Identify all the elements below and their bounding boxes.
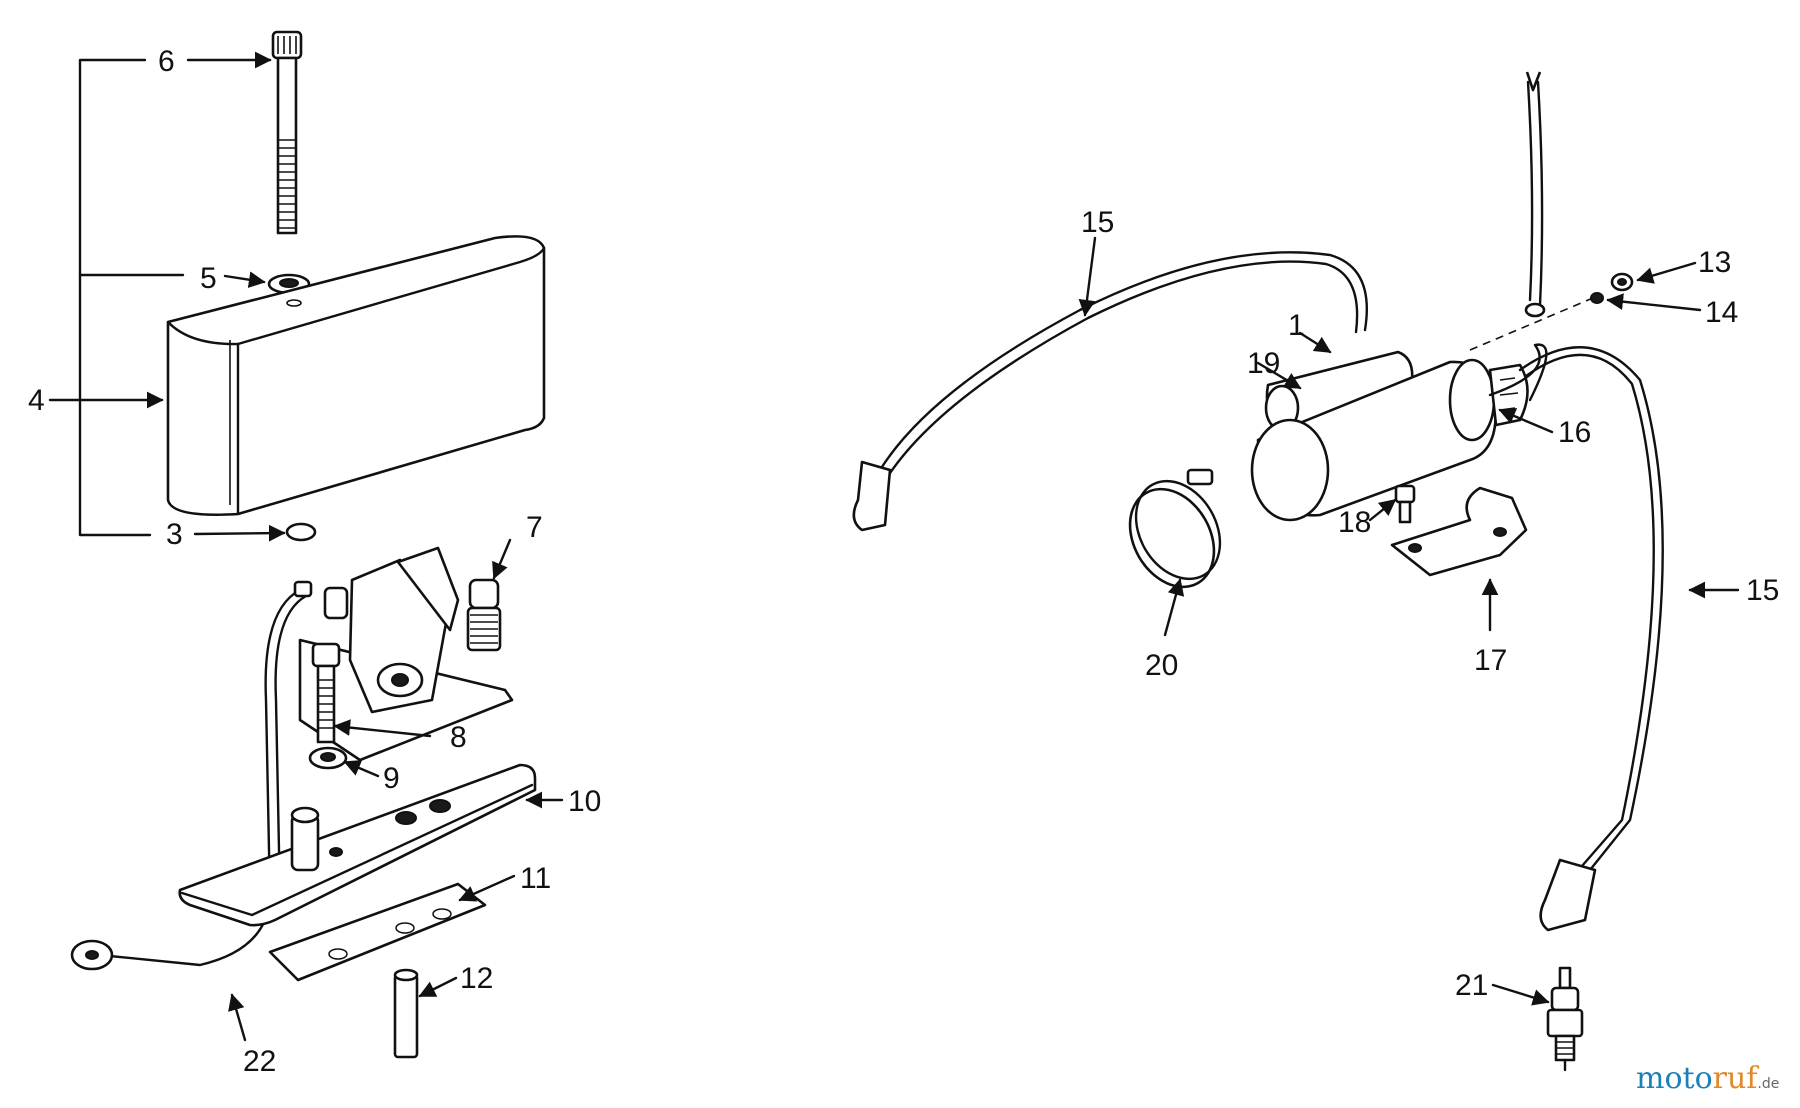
callout-8: 8 [450,721,467,754]
callout-15-upper: 15 [1081,206,1114,239]
part-3-washer [285,522,317,542]
svg-text:motoruf.de: motoruf.de [1636,1061,1779,1096]
ground-lead [1524,71,1546,318]
callout-14: 14 [1705,296,1738,329]
callout-22: 22 [243,1045,276,1078]
callout-10: 10 [568,785,601,818]
part-21-spark-plug [1546,966,1584,1072]
group-bracket [78,58,185,537]
callout-leaders [48,51,1740,1042]
part-6-long-bolt [271,30,303,235]
part-15-lower-lead [1518,346,1664,932]
part-11-gasket [268,882,487,982]
callout-11: 11 [520,862,551,895]
callout-4: 4 [28,384,45,417]
part-16-lead [1488,343,1548,402]
callout-17: 17 [1474,644,1507,677]
callout-6: 6 [158,45,175,78]
breaker-points-assembly [298,546,514,762]
part-10-base-plate [178,763,537,927]
part-18-screw [1394,484,1416,524]
callout-labels: 6 5 4 3 7 8 9 10 11 12 22 15 1 19 13 14 … [28,45,1779,1078]
callout-20: 20 [1145,649,1178,682]
part-14-lockwasher [1590,292,1604,304]
callout-19: 19 [1247,347,1280,380]
part-4-tank [166,235,546,516]
callout-12: 12 [460,962,493,995]
callout-7: 7 [526,511,543,544]
callout-1: 1 [1288,309,1305,342]
callout-13: 13 [1698,246,1731,279]
callout-3: 3 [166,518,183,551]
callout-9: 9 [383,762,400,795]
part-20-clamp [1128,468,1222,589]
part-13-nut [1610,272,1634,292]
callout-5: 5 [200,262,217,295]
part-15-upper-lead [852,251,1369,532]
watermark-logo: motoruf.de [1636,1061,1779,1096]
part-8-screw [311,642,341,744]
part-22-ground-wire [70,580,313,971]
callout-21: 21 [1455,969,1488,1002]
part-9-washer [308,746,348,770]
callout-18: 18 [1338,506,1371,539]
alignment-line [1469,294,1601,351]
part-1-ignition-coil [1250,358,1529,522]
callout-16: 16 [1558,416,1591,449]
part-12-pin [393,968,419,1059]
callout-15-lower: 15 [1746,574,1779,607]
part-17-bracket [1390,486,1528,577]
